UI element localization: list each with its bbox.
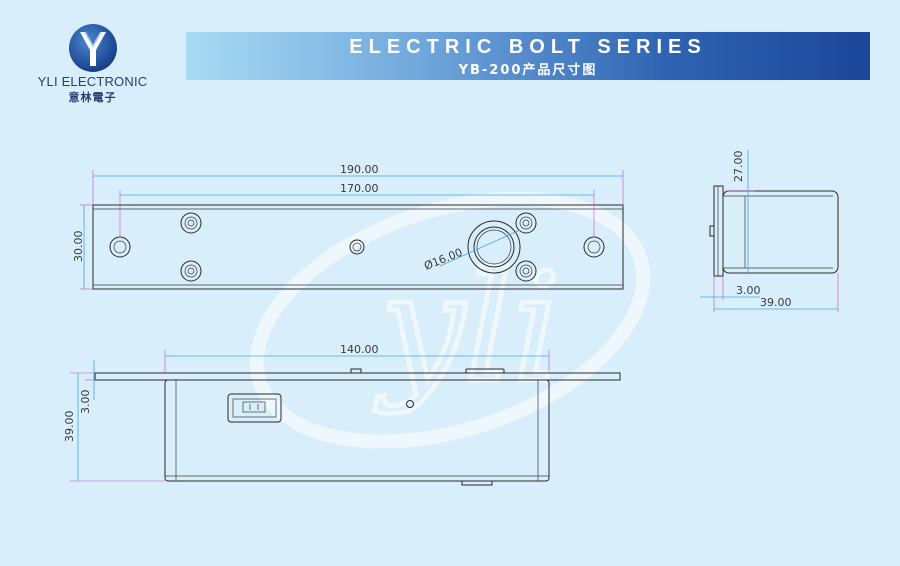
screw xyxy=(515,260,537,282)
indicator-hole xyxy=(349,239,365,255)
side-view: 27.00 3.00 39.00 xyxy=(700,150,839,312)
header-title: ELECTRIC BOLT SERIES xyxy=(349,36,707,58)
yli-logo-icon xyxy=(69,24,117,72)
dim-front-depth: 39.00 xyxy=(63,411,76,443)
front-led-hole xyxy=(406,400,414,408)
dim-height: 30.00 xyxy=(72,231,85,263)
brand-name: YLI ELECTRONIC xyxy=(37,74,148,89)
mounting-hole-right xyxy=(583,236,605,258)
connector xyxy=(227,393,282,423)
dim-hole-spacing: 170.00 xyxy=(340,182,379,195)
dim-side-height: 27.00 xyxy=(732,151,745,183)
mounting-hole-left xyxy=(109,236,131,258)
header-subtitle: YB-200产品尺寸图 xyxy=(458,63,598,78)
watermark: yli xyxy=(249,191,651,449)
bolt-head xyxy=(467,220,521,274)
screw xyxy=(515,212,537,234)
dim-side-flange: 3.00 xyxy=(736,284,761,297)
screw xyxy=(180,212,202,234)
header-banner: ELECTRIC BOLT SERIES YB-200产品尺寸图 xyxy=(186,32,870,80)
dim-overall-length: 190.00 xyxy=(340,163,379,176)
top-view-plate xyxy=(92,204,624,290)
front-view-body xyxy=(164,379,550,482)
side-view-flange xyxy=(713,185,724,277)
dim-side-depth: 39.00 xyxy=(760,296,792,309)
screw xyxy=(180,260,202,282)
logo-block: YLI ELECTRONIC 意林電子 xyxy=(30,22,160,110)
top-view: 190.00 170.00 30.00 Ø16.00 xyxy=(72,163,624,290)
front-view: 140.00 39.00 3.00 xyxy=(63,343,621,486)
brand-name-cn: 意林電子 xyxy=(68,91,117,104)
dim-body-length: 140.00 xyxy=(340,343,379,356)
side-view-body xyxy=(722,190,839,274)
watermark-text: yli xyxy=(374,242,561,416)
dim-front-flange: 3.00 xyxy=(79,390,92,415)
